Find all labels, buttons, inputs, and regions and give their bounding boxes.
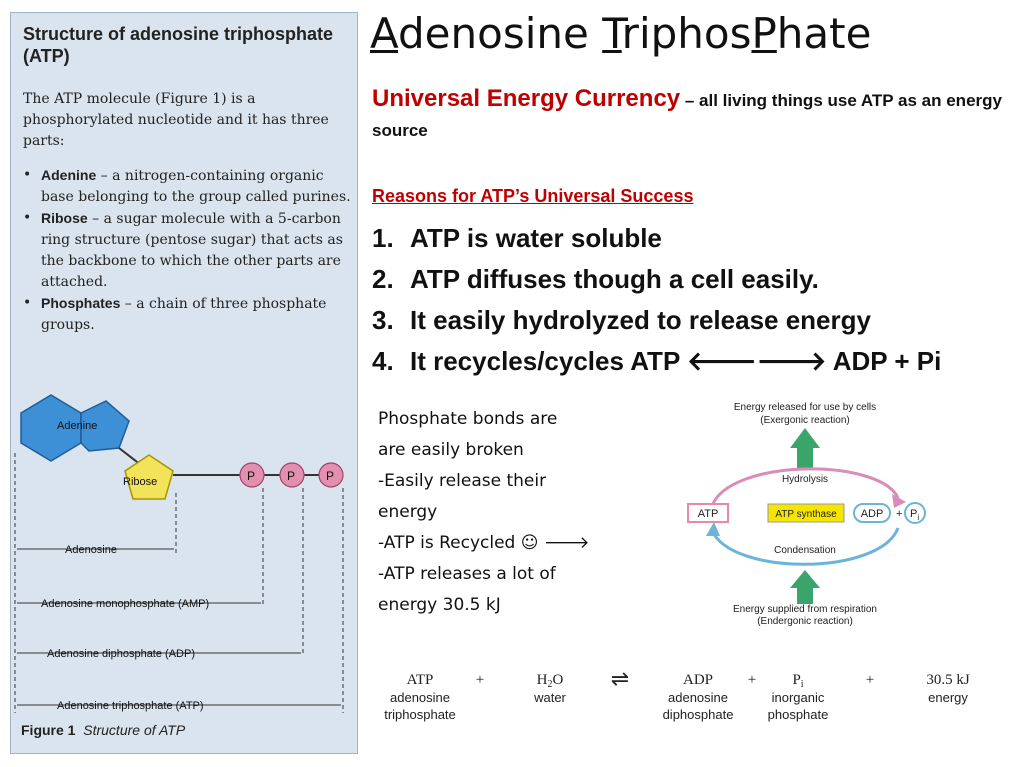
panel-intro: The ATP molecule (Figure 1) is a phospho… (23, 91, 329, 149)
svg-text:H2O: H2O (537, 672, 564, 690)
svg-text:adenosine: adenosine (668, 690, 728, 705)
svg-text:ADP: ADP (683, 672, 713, 688)
list-item: 3.It easily hydrolyzed to release energy (372, 305, 871, 335)
range-label-adp: Adenosine diphosphate (ADP) (47, 648, 195, 660)
svg-text:ATP: ATP (698, 508, 719, 520)
svg-text:+: + (896, 508, 902, 520)
condensation-label: Condensation (774, 545, 836, 556)
phosphate-circle (318, 462, 344, 488)
atp-box (687, 503, 729, 523)
svg-text:⇌: ⇌ (611, 667, 629, 692)
list-item: 1.ATP is water soluble (372, 223, 662, 253)
atp-synthase-box (767, 503, 845, 523)
svg-text:ADP: ADP (861, 508, 884, 520)
reasons-heading: Reasons for ATP’s Universal Success (372, 186, 694, 206)
svg-text:ATP synthase: ATP synthase (775, 509, 837, 520)
condensation-arc (710, 527, 900, 566)
note-line: Phosphate bonds are (378, 409, 558, 429)
svg-text:diphosphate: diphosphate (663, 707, 734, 722)
svg-text:ATP: ATP (407, 672, 434, 688)
up-arrow-icon (797, 586, 813, 604)
range-label-adenosine: Adenosine (65, 544, 117, 556)
note-line: energy (378, 502, 438, 522)
phosphate-circle (279, 462, 305, 488)
adp-box (853, 503, 891, 523)
range-label-amp: Adenosine monophosphate (AMP) (41, 598, 209, 610)
list-item: •Phosphates – a chain of three phosphate… (23, 295, 327, 333)
endergonic-label: (Endergonic reaction) (757, 616, 853, 627)
svg-text:Pi: Pi (792, 672, 803, 690)
up-arrow-icon (797, 446, 813, 470)
svg-text:water: water (533, 690, 566, 705)
range-label-atp: Adenosine triphosphate (ATP) (57, 700, 204, 712)
atp-cycle-diagram: Energy released for use by cells (Exergo… (687, 402, 926, 627)
svg-text:+: + (476, 672, 484, 688)
exergonic-label: (Exergonic reaction) (760, 415, 849, 426)
list-item: •Adenine – a nitrogen-containing organic… (23, 167, 351, 205)
hydrolysis-label: Hydrolysis (782, 474, 828, 485)
ribose-label: Ribose (123, 476, 157, 488)
textbook-panel: Structure of adenosine triphosphate (ATP… (10, 12, 358, 754)
note-line: -ATP is Recycled ☺ 🡒 (378, 533, 590, 553)
phosphate-circle (239, 462, 265, 488)
pi-circle (904, 502, 926, 524)
ribose-pentagon (124, 454, 174, 500)
note-line: are easily broken (378, 440, 524, 460)
list-item: •Ribose – a sugar molecule with a 5-carb… (23, 210, 343, 290)
hydrolysis-equation: ATP adenosine triphosphate + H2O water ⇌… (384, 667, 970, 722)
svg-text:+: + (748, 672, 756, 688)
list-item: 4.It recycles/cycles ATP 🡐🡒 ADP + Pi (372, 346, 942, 376)
energy-supplied-label: Energy supplied from respiration (733, 604, 877, 615)
svg-text:adenosine: adenosine (390, 690, 450, 705)
subtitle: Universal Energy Currency – all living t… (372, 85, 1002, 140)
svg-text:triphosphate: triphosphate (384, 707, 456, 722)
phosphate-notes: Phosphate bonds are are easily broken -E… (378, 404, 618, 621)
svg-text:30.5 kJ: 30.5 kJ (926, 672, 970, 688)
note-line: energy 30.5 kJ (378, 595, 501, 615)
svg-text:inorganic: inorganic (772, 690, 825, 705)
svg-text:energy: energy (928, 690, 968, 705)
svg-text:phosphate: phosphate (768, 707, 829, 722)
list-item: 2.ATP diffuses though a cell easily. (372, 264, 819, 294)
svg-text:+: + (866, 672, 874, 688)
atp-structure-diagram: Adenine Ribose P P P Adenosine Adenosine… (14, 394, 344, 713)
svg-text:P: P (247, 469, 255, 483)
subtitle-highlight: Universal Energy Currency (372, 85, 681, 112)
energy-released-label: Energy released for use by cells (734, 402, 876, 413)
note-line: -ATP releases a lot of (378, 564, 556, 584)
svg-text:P: P (287, 469, 295, 483)
hydrolysis-arc (710, 467, 900, 507)
panel-title: Structure of adenosine triphosphate (ATP… (23, 24, 334, 66)
note-line: -Easily release their (378, 471, 547, 491)
page-title: Adenosine TriphosPhate (370, 9, 872, 58)
figure-caption: Figure 1 Structure of ATP (21, 722, 186, 738)
svg-text:P: P (326, 469, 334, 483)
panel-parts-list: •Adenine – a nitrogen-containing organic… (23, 165, 353, 336)
reasons-list: 1.ATP is water soluble 2.ATP diffuses th… (372, 218, 941, 382)
adenine-label: Adenine (57, 420, 97, 432)
svg-text:Pi: Pi (910, 508, 919, 522)
